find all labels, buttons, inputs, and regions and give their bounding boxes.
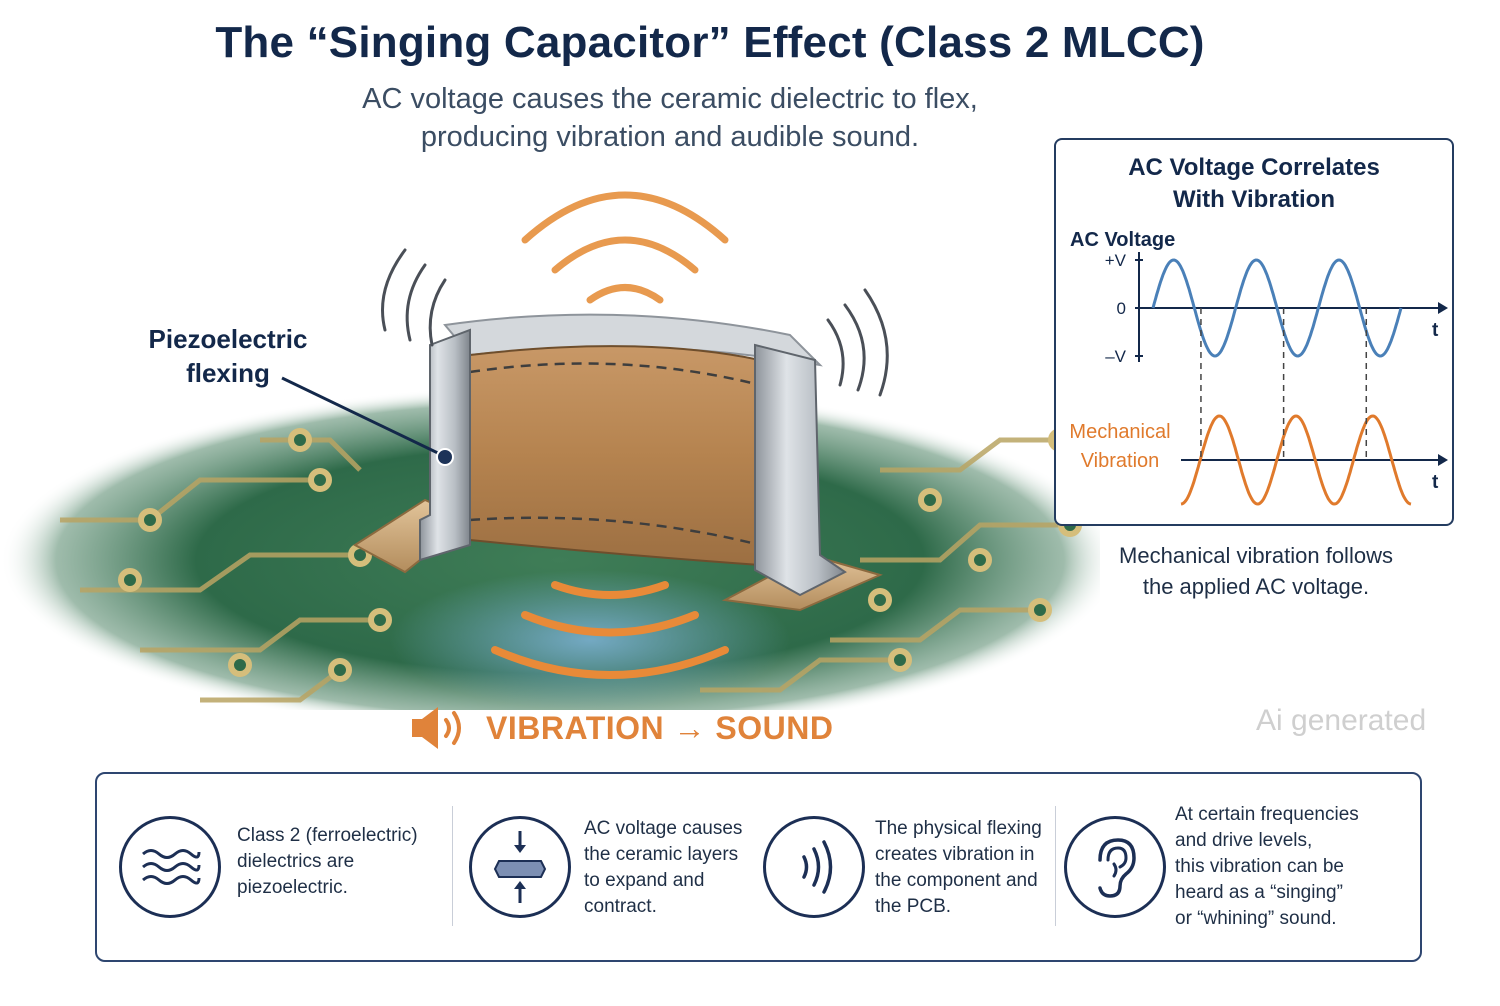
piezo-callout: Piezoelectric flexing	[118, 322, 338, 390]
callout-dot	[436, 448, 454, 466]
sound-waves-bottom	[491, 581, 729, 679]
info-2-line-3: to expand and	[584, 870, 705, 891]
page-title: The “Singing Capacitor” Effect (Class 2 …	[215, 18, 1205, 67]
info-3-line-1: The physical flexing	[875, 818, 1042, 839]
info-4-line-5: or “whining” sound.	[1175, 908, 1337, 929]
info-4-line-3: this vibration can be	[1175, 856, 1344, 877]
waves-icon	[119, 816, 221, 918]
voltage-t-label: t	[1432, 320, 1439, 341]
caption-line-2: the applied AC voltage.	[1142, 574, 1370, 599]
info-2-line-4: contract.	[584, 896, 657, 917]
info-2-line-1: AC voltage causes	[584, 818, 743, 839]
voltage-tick-0: +V	[1105, 251, 1127, 270]
vibration-label-line-1: Mechanical	[1069, 421, 1170, 443]
info-bar: Class 2 (ferroelectric) dielectrics are …	[95, 772, 1422, 962]
vibration-label-line-2: Vibration	[1081, 450, 1160, 472]
info-4-line-1: At certain frequencies	[1175, 804, 1359, 825]
vibration-arcs-right	[826, 288, 889, 397]
capacitor-illustration	[0, 191, 1100, 710]
caption-line-1: Mechanical vibration follows	[1119, 543, 1393, 568]
info-4-line-2: and drive levels,	[1175, 830, 1313, 851]
voltage-tick-1: 0	[1117, 299, 1126, 318]
compress-expand-icon	[469, 816, 571, 918]
vibration-arcs-left	[381, 248, 447, 347]
info-item-expand-contract: AC voltage causes the ceramic layers to …	[453, 774, 753, 960]
voltage-waveform	[1151, 258, 1403, 358]
sound-waves-top	[521, 191, 729, 304]
divider-1	[452, 806, 453, 926]
info-text-4: At certain frequencies and drive levels,…	[1175, 802, 1359, 932]
info-1-line-2: dielectrics are	[237, 851, 355, 872]
watermark: Ai generated	[1256, 704, 1427, 737]
vibration-icon	[763, 816, 865, 918]
terminal-right	[754, 343, 847, 597]
info-item-piezoelectric: Class 2 (ferroelectric) dielectrics are …	[97, 774, 447, 960]
vibration-t-label: t	[1432, 472, 1439, 493]
voltage-x-arrow	[1438, 302, 1448, 314]
pcb-traces	[60, 437, 1070, 703]
chart-caption: Mechanical vibration follows the applied…	[1054, 540, 1458, 602]
callout-leader	[281, 376, 443, 457]
chart-title: AC Voltage Correlates With Vibration	[1056, 152, 1452, 216]
info-text-2: AC voltage causes the ceramic layers to …	[584, 816, 742, 920]
page-subtitle: AC voltage causes the ceramic dielectric…	[0, 80, 1340, 156]
info-1-line-3: piezoelectric.	[237, 877, 348, 898]
vibration-sound-label: VIBRATION → SOUND	[408, 700, 833, 756]
terminal-left	[419, 328, 471, 562]
chart-title-line-2: With Vibration	[1173, 186, 1335, 213]
ac-voltage-chart-panel: AC Voltage Correlates With Vibration AC …	[1054, 138, 1454, 526]
vibration-waveform	[1180, 414, 1412, 506]
capacitor-body	[469, 345, 761, 567]
info-item-vibration: The physical flexing creates vibration i…	[753, 774, 1053, 960]
flex-line-top	[469, 362, 761, 387]
voltage-label: AC Voltage	[1070, 229, 1175, 251]
callout-line-2: flexing	[186, 358, 270, 388]
vibration-x-arrow	[1438, 454, 1448, 466]
subtitle-line-1: AC voltage causes the ceramic dielectric…	[362, 83, 978, 115]
info-item-audible: At certain frequencies and drive levels,…	[1056, 774, 1422, 960]
info-2-line-2: the ceramic layers	[584, 844, 739, 865]
info-text-3: The physical flexing creates vibration i…	[875, 816, 1042, 920]
info-3-line-4: the PCB.	[875, 896, 952, 917]
vibration-sound-text: VIBRATION → SOUND	[486, 709, 834, 746]
info-3-line-3: the component and	[875, 870, 1038, 891]
info-text-1: Class 2 (ferroelectric) dielectrics are …	[237, 823, 418, 901]
divider-2	[1055, 806, 1056, 926]
info-4-line-4: heard as a “singing”	[1175, 882, 1343, 903]
info-3-line-2: creates vibration in	[875, 844, 1035, 865]
ear-icon	[1064, 816, 1166, 918]
callout-line-1: Piezoelectric	[148, 324, 308, 354]
subtitle-line-2: producing vibration and audible sound.	[420, 121, 920, 153]
voltage-tick-2: –V	[1105, 347, 1126, 366]
speaker-icon	[412, 707, 461, 749]
info-1-line-1: Class 2 (ferroelectric)	[237, 825, 418, 846]
chart-title-line-1: AC Voltage Correlates	[1128, 154, 1380, 181]
pcb-glow	[390, 570, 790, 710]
flex-line-bottom	[469, 516, 761, 547]
